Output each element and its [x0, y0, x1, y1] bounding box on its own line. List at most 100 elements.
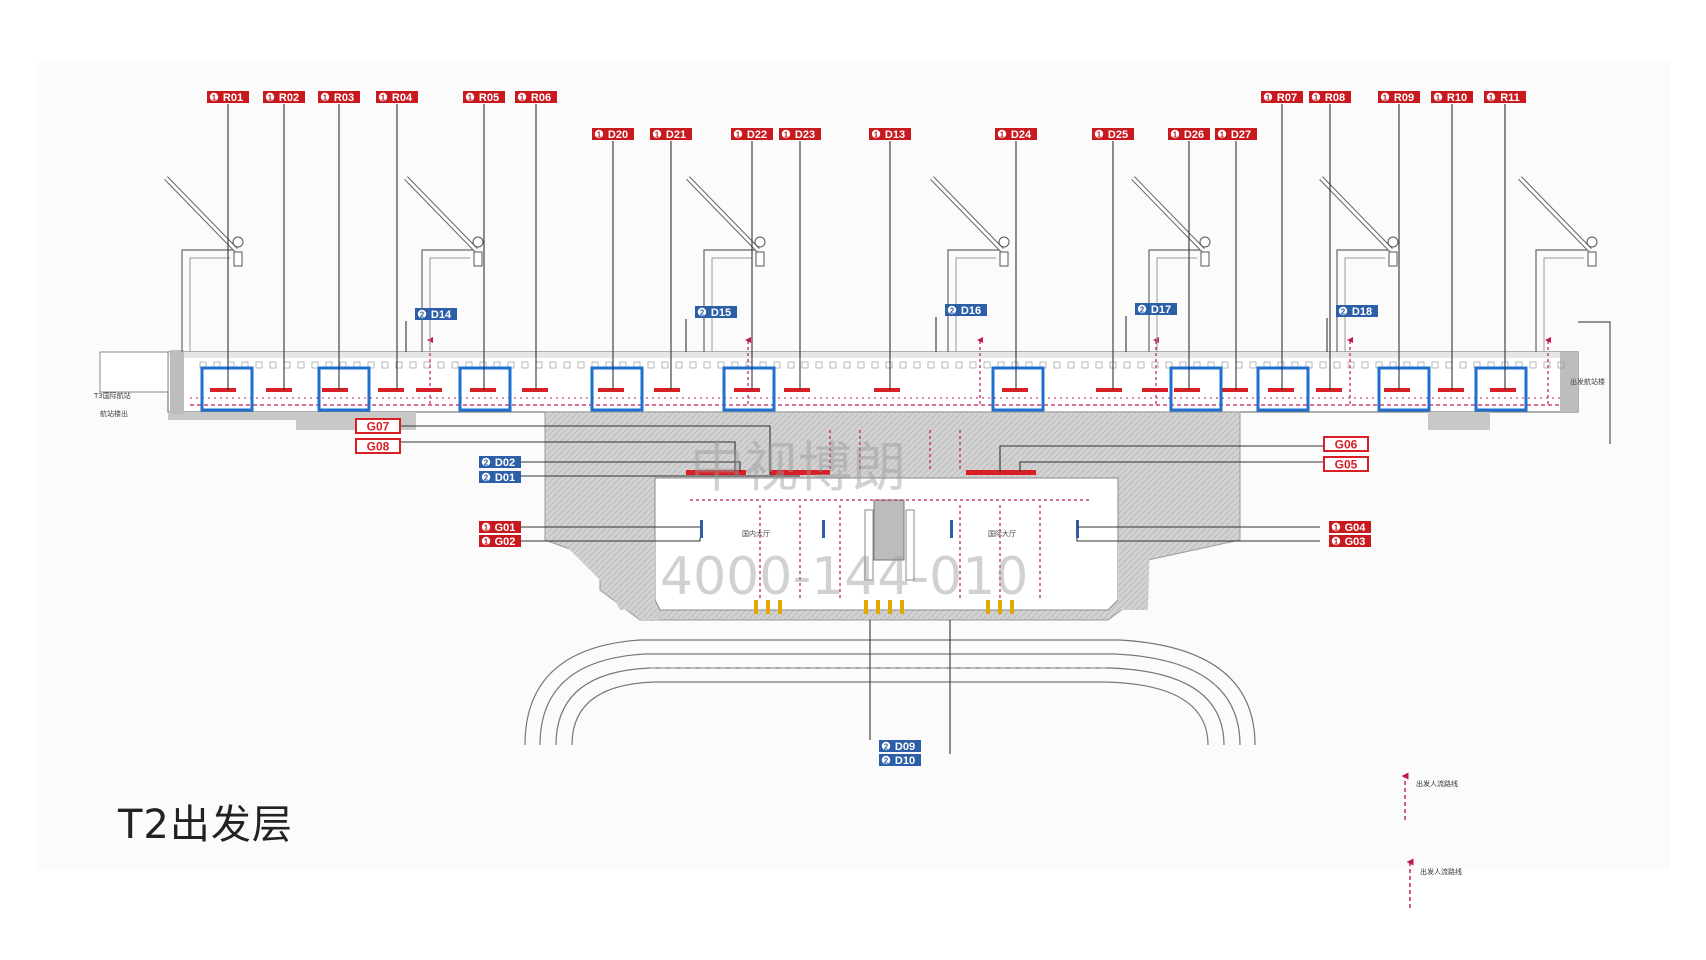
gate-desk [395, 361, 403, 369]
boarding-gate-bar [1384, 388, 1410, 392]
tag-code: D01 [495, 472, 515, 484]
floor-label-right: 出发航站楼 [1570, 377, 1605, 386]
tag-code: G04 [1345, 522, 1367, 534]
gate-desk [885, 361, 893, 369]
jet-bridge [686, 176, 766, 352]
gate-desk [1151, 361, 1159, 369]
gate-desk [1137, 361, 1145, 369]
watermark-brand: 中视博朗 [690, 436, 906, 499]
leader-lines [227, 104, 1506, 754]
gate-desk [1361, 361, 1369, 369]
gate-desk [297, 361, 305, 369]
boarding-gate-bar [784, 388, 810, 392]
gate-desk [1221, 361, 1229, 369]
tag-number: 1 [484, 523, 489, 532]
tag-number: 1 [1314, 93, 1319, 102]
tag-code: R08 [1325, 92, 1345, 104]
gate-desk [521, 361, 529, 369]
gate-desk [1249, 361, 1257, 369]
hall-label-left: 国内大厅 [742, 529, 770, 538]
gate-desk [437, 361, 445, 369]
gate-desk [563, 361, 571, 369]
highlight-box [1474, 366, 1528, 412]
jet-bridges [164, 176, 1598, 352]
gate-desk [843, 361, 851, 369]
tag-g07: G07 [355, 418, 401, 434]
highlight-box [458, 366, 512, 412]
gate-desk [1123, 361, 1131, 369]
boarding-gate-bar [416, 388, 442, 392]
gate-desk [549, 361, 557, 369]
gate-desk [577, 361, 585, 369]
gate-desk [1165, 361, 1173, 369]
tag-g06: G06 [1323, 436, 1369, 452]
gate-desk [1081, 361, 1089, 369]
central-hall [544, 411, 1241, 621]
tag-code: G08 [367, 440, 390, 454]
tag-d20: 1 D20 [592, 128, 634, 141]
tag-number: 2 [884, 756, 889, 765]
tag-code: D10 [895, 755, 915, 767]
gate-desk [913, 361, 921, 369]
jet-bridge [1131, 176, 1211, 352]
gate-desk [941, 361, 949, 369]
gate-desk [409, 361, 417, 369]
boarding-gate-bar [1002, 388, 1028, 392]
tag-number: 1 [874, 130, 879, 139]
tag-code: R07 [1277, 92, 1297, 104]
tag-code: D26 [1184, 129, 1204, 141]
tag-number: 1 [597, 130, 602, 139]
floor-label-left-b: 航站楼出 [100, 409, 128, 418]
boarding-gate-bar [598, 388, 624, 392]
tag-number: 1 [520, 93, 525, 102]
gate-desk [815, 361, 823, 369]
page-title: T2出发层 [118, 802, 293, 848]
tag-code: D14 [431, 309, 452, 321]
tag-number: 2 [420, 310, 425, 319]
gate-desk [381, 361, 389, 369]
tag-code: R04 [392, 92, 413, 104]
tag-code: R02 [279, 92, 299, 104]
tag-number: 2 [1140, 305, 1145, 314]
tag-number: 2 [700, 308, 705, 317]
gate-desk [1557, 361, 1565, 369]
tag-code: D18 [1352, 306, 1372, 318]
tag-number: 1 [323, 93, 328, 102]
gate-desk [1095, 361, 1103, 369]
gate-desk [451, 361, 459, 369]
tag-number: 1 [1489, 93, 1494, 102]
highlight-box [200, 366, 254, 412]
gate-desk [311, 361, 319, 369]
tag-number: 2 [484, 473, 489, 482]
tag-number: 1 [736, 130, 741, 139]
tag-number: 1 [1173, 130, 1178, 139]
gate-desk [647, 361, 655, 369]
highlight-box [991, 366, 1045, 412]
boarding-gate-bar [1268, 388, 1294, 392]
tag-number: 1 [1097, 130, 1102, 139]
gate-desk [857, 361, 865, 369]
tag-r06: 1 R06 [515, 91, 557, 104]
tag-code: R06 [531, 92, 551, 104]
tag-code: R10 [1447, 92, 1467, 104]
tag-code: D20 [608, 129, 628, 141]
boarding-gate-bar [1096, 388, 1122, 392]
boarding-gate-bar [734, 388, 760, 392]
highlight-box [590, 366, 644, 412]
tag-code: D21 [666, 129, 686, 141]
gate-desk [1347, 361, 1355, 369]
gate-desk [801, 361, 809, 369]
tag-number: 1 [212, 93, 217, 102]
